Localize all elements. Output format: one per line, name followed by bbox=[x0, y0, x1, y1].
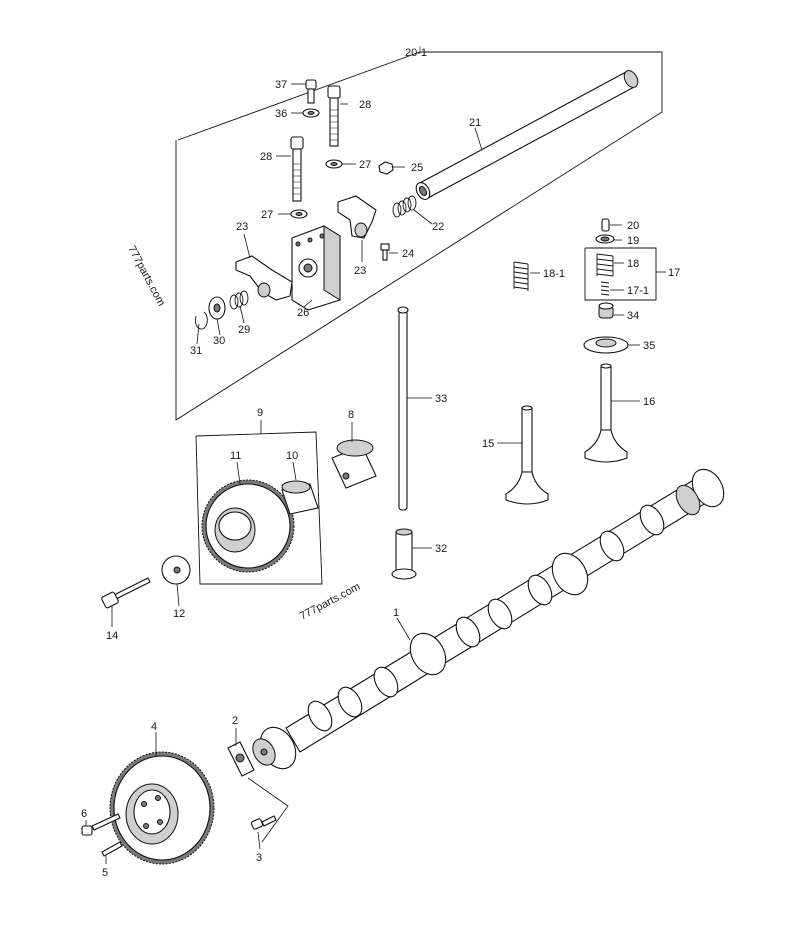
bolt-28-left bbox=[290, 136, 304, 202]
valve-16 bbox=[584, 363, 628, 463]
watermark-center: 777parts.com bbox=[298, 581, 362, 623]
spring-22 bbox=[392, 195, 417, 218]
rocker-support-26 bbox=[291, 225, 341, 311]
label-17-1: 17-1 bbox=[627, 285, 649, 297]
plate-12 bbox=[161, 555, 191, 585]
push-rod-33 bbox=[397, 306, 409, 511]
label-1: 1 bbox=[393, 607, 399, 619]
label-28-right: 28 bbox=[359, 99, 371, 111]
stem-seal-34 bbox=[598, 302, 614, 319]
idle-gear-frame bbox=[195, 431, 323, 585]
label-25: 25 bbox=[411, 162, 423, 174]
washer-27-upper bbox=[325, 159, 343, 169]
label-3: 3 bbox=[256, 852, 262, 864]
label-15: 15 bbox=[482, 438, 494, 450]
label-8: 8 bbox=[348, 409, 354, 421]
snap-ring-31 bbox=[194, 311, 208, 330]
watermark-left: 777parts.com bbox=[125, 244, 167, 308]
bushing-10 bbox=[281, 480, 319, 515]
label-32: 32 bbox=[435, 543, 447, 555]
label-19: 19 bbox=[627, 235, 639, 247]
idle-gear-11 bbox=[201, 479, 295, 573]
label-26: 26 bbox=[297, 307, 309, 319]
label-18: 18 bbox=[627, 258, 639, 270]
idle-gear-shaft-8 bbox=[331, 439, 377, 489]
label-28-left: 28 bbox=[260, 151, 272, 163]
label-23-right: 23 bbox=[354, 265, 366, 277]
bolt-3 bbox=[250, 815, 277, 830]
label-9: 9 bbox=[257, 407, 263, 419]
plate-2 bbox=[227, 741, 255, 777]
label-29: 29 bbox=[238, 324, 250, 336]
label-20-1: 20-1 bbox=[405, 47, 427, 59]
label-14: 14 bbox=[106, 630, 118, 642]
part-labels: 20-1 21 37 36 28 28 27 25 22 27 23 23 24… bbox=[81, 47, 680, 879]
washer-27-lower bbox=[290, 209, 308, 219]
adjust-screw-24 bbox=[380, 243, 390, 261]
label-37: 37 bbox=[275, 79, 287, 91]
bolt-28-right bbox=[327, 85, 341, 147]
valve-spring-17-frame bbox=[584, 247, 657, 301]
label-4: 4 bbox=[151, 721, 157, 733]
nut-25 bbox=[378, 161, 394, 175]
label-33: 33 bbox=[435, 393, 447, 405]
rocker-assembly-frame bbox=[175, 46, 663, 421]
washer-36 bbox=[302, 108, 320, 118]
label-2: 2 bbox=[232, 715, 238, 727]
spring-seat-35 bbox=[583, 336, 629, 354]
rocker-shaft bbox=[415, 70, 639, 200]
valve-spring-18 bbox=[596, 253, 614, 277]
bolt-6 bbox=[81, 813, 121, 836]
collet-20 bbox=[601, 218, 610, 232]
label-20: 20 bbox=[627, 220, 639, 232]
label-17: 17 bbox=[668, 267, 680, 279]
cam-gear-4 bbox=[109, 751, 215, 865]
label-34: 34 bbox=[627, 310, 639, 322]
pin-5 bbox=[101, 841, 123, 857]
label-12: 12 bbox=[173, 608, 185, 620]
label-27-upper: 27 bbox=[359, 159, 371, 171]
camshaft-1 bbox=[252, 468, 725, 770]
label-5: 5 bbox=[102, 867, 108, 879]
label-16: 16 bbox=[643, 396, 655, 408]
retainer-19 bbox=[595, 234, 615, 244]
washer-30 bbox=[208, 296, 226, 320]
bolt-37 bbox=[305, 79, 317, 104]
label-31: 31 bbox=[190, 345, 202, 357]
label-27-lower: 27 bbox=[261, 209, 273, 221]
rocker-arm-right bbox=[337, 195, 377, 239]
label-11: 11 bbox=[230, 450, 241, 462]
spring-29 bbox=[229, 290, 249, 310]
label-10: 10 bbox=[286, 450, 298, 462]
valve-spring-17-1 bbox=[600, 281, 610, 296]
rocker-arm-left bbox=[235, 255, 293, 301]
tappet-32 bbox=[391, 528, 417, 580]
leader-lines bbox=[85, 83, 666, 864]
label-36: 36 bbox=[275, 108, 287, 120]
label-18-1: 18-1 bbox=[543, 268, 565, 280]
label-35: 35 bbox=[643, 340, 655, 352]
bolt-14 bbox=[101, 577, 151, 609]
label-6: 6 bbox=[81, 808, 87, 820]
valve-15 bbox=[505, 405, 549, 505]
label-23-left: 23 bbox=[236, 221, 248, 233]
label-22: 22 bbox=[432, 221, 444, 233]
label-24: 24 bbox=[402, 248, 414, 260]
label-30: 30 bbox=[213, 335, 225, 347]
valve-spring-18-1 bbox=[513, 261, 529, 291]
label-21: 21 bbox=[469, 117, 481, 129]
